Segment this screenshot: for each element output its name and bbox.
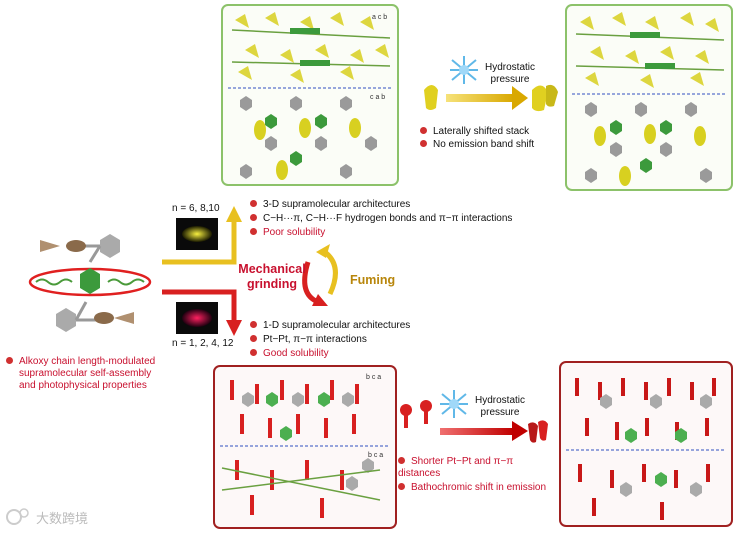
bottom-left-axes-lower: b c a [368, 452, 384, 459]
bottom-left-crystal-panel [213, 365, 397, 529]
bottom-hydrostatic-label: Hydrostatic pressure [474, 395, 525, 418]
bottom-left-axes-upper: b c a [366, 374, 382, 381]
red-n-label: n = 1, 2, 4, 12 [172, 338, 234, 349]
red-bullet-2: Pt−Pt, π−π interactions [250, 334, 367, 346]
red-bullet-3: Good solubility [250, 348, 329, 360]
red-emission-glow [182, 309, 212, 327]
mechanical-grinding-label: Mechanical grinding [238, 262, 306, 291]
yellow-emission-glow [182, 226, 212, 242]
yellow-bullet-3: Poor solubility [250, 227, 325, 239]
red-branch-arrow [162, 289, 237, 322]
yellow-branch-arrow [162, 220, 237, 265]
bottom-molecule-after [528, 420, 548, 443]
top-pressure-icon [450, 56, 478, 84]
top-left-axes-lower: c a b [370, 94, 386, 101]
bottom-molecule-before [400, 400, 432, 428]
top-bullet-1: Laterally shifted stack [420, 126, 529, 138]
top-molecule-after [532, 84, 558, 112]
bottom-bullet-1: Shorter Pt−Pt and π−π distances [398, 456, 514, 479]
watermark-logo [6, 508, 29, 525]
yellow-branch-arrow-head [226, 206, 242, 222]
top-pressure-arrow-shaft [446, 94, 514, 102]
bottom-pressure-arrow-shaft [440, 428, 514, 435]
top-left-crystal-panel [221, 4, 399, 186]
left-molecule-structure [28, 234, 152, 332]
top-molecule-before [424, 85, 438, 110]
center-cycle-arrows [302, 244, 338, 306]
top-hydrostatic-label: Hydrostatic pressure [484, 62, 535, 85]
bottom-pressure-arrow-head [512, 421, 528, 441]
top-left-axes-upper: a c b [372, 14, 388, 21]
left-caption: Alkoxy chain length-modulated supramolec… [6, 356, 155, 392]
top-pressure-arrow-head [512, 86, 528, 110]
red-branch-arrow-head [226, 320, 242, 336]
red-bullet-1: 1-D supramolecular architectures [250, 320, 410, 332]
yellow-n-label: n = 6, 8,10 [172, 203, 220, 214]
watermark-text: 大数跨境 [36, 511, 89, 526]
top-right-crystal-panel [565, 4, 733, 191]
yellow-bullet-2: C−H···π, C−H···F hydrogen bonds and π−π … [250, 213, 512, 225]
yellow-bullet-1: 3-D supramolecular architectures [250, 199, 410, 211]
bottom-pressure-icon [440, 390, 468, 418]
bottom-bullet-2: Bathochromic shift in emission [398, 482, 546, 494]
bottom-right-crystal-panel [559, 361, 733, 527]
top-bullet-2: No emission band shift [420, 139, 534, 151]
fuming-label: Fuming [350, 273, 396, 287]
